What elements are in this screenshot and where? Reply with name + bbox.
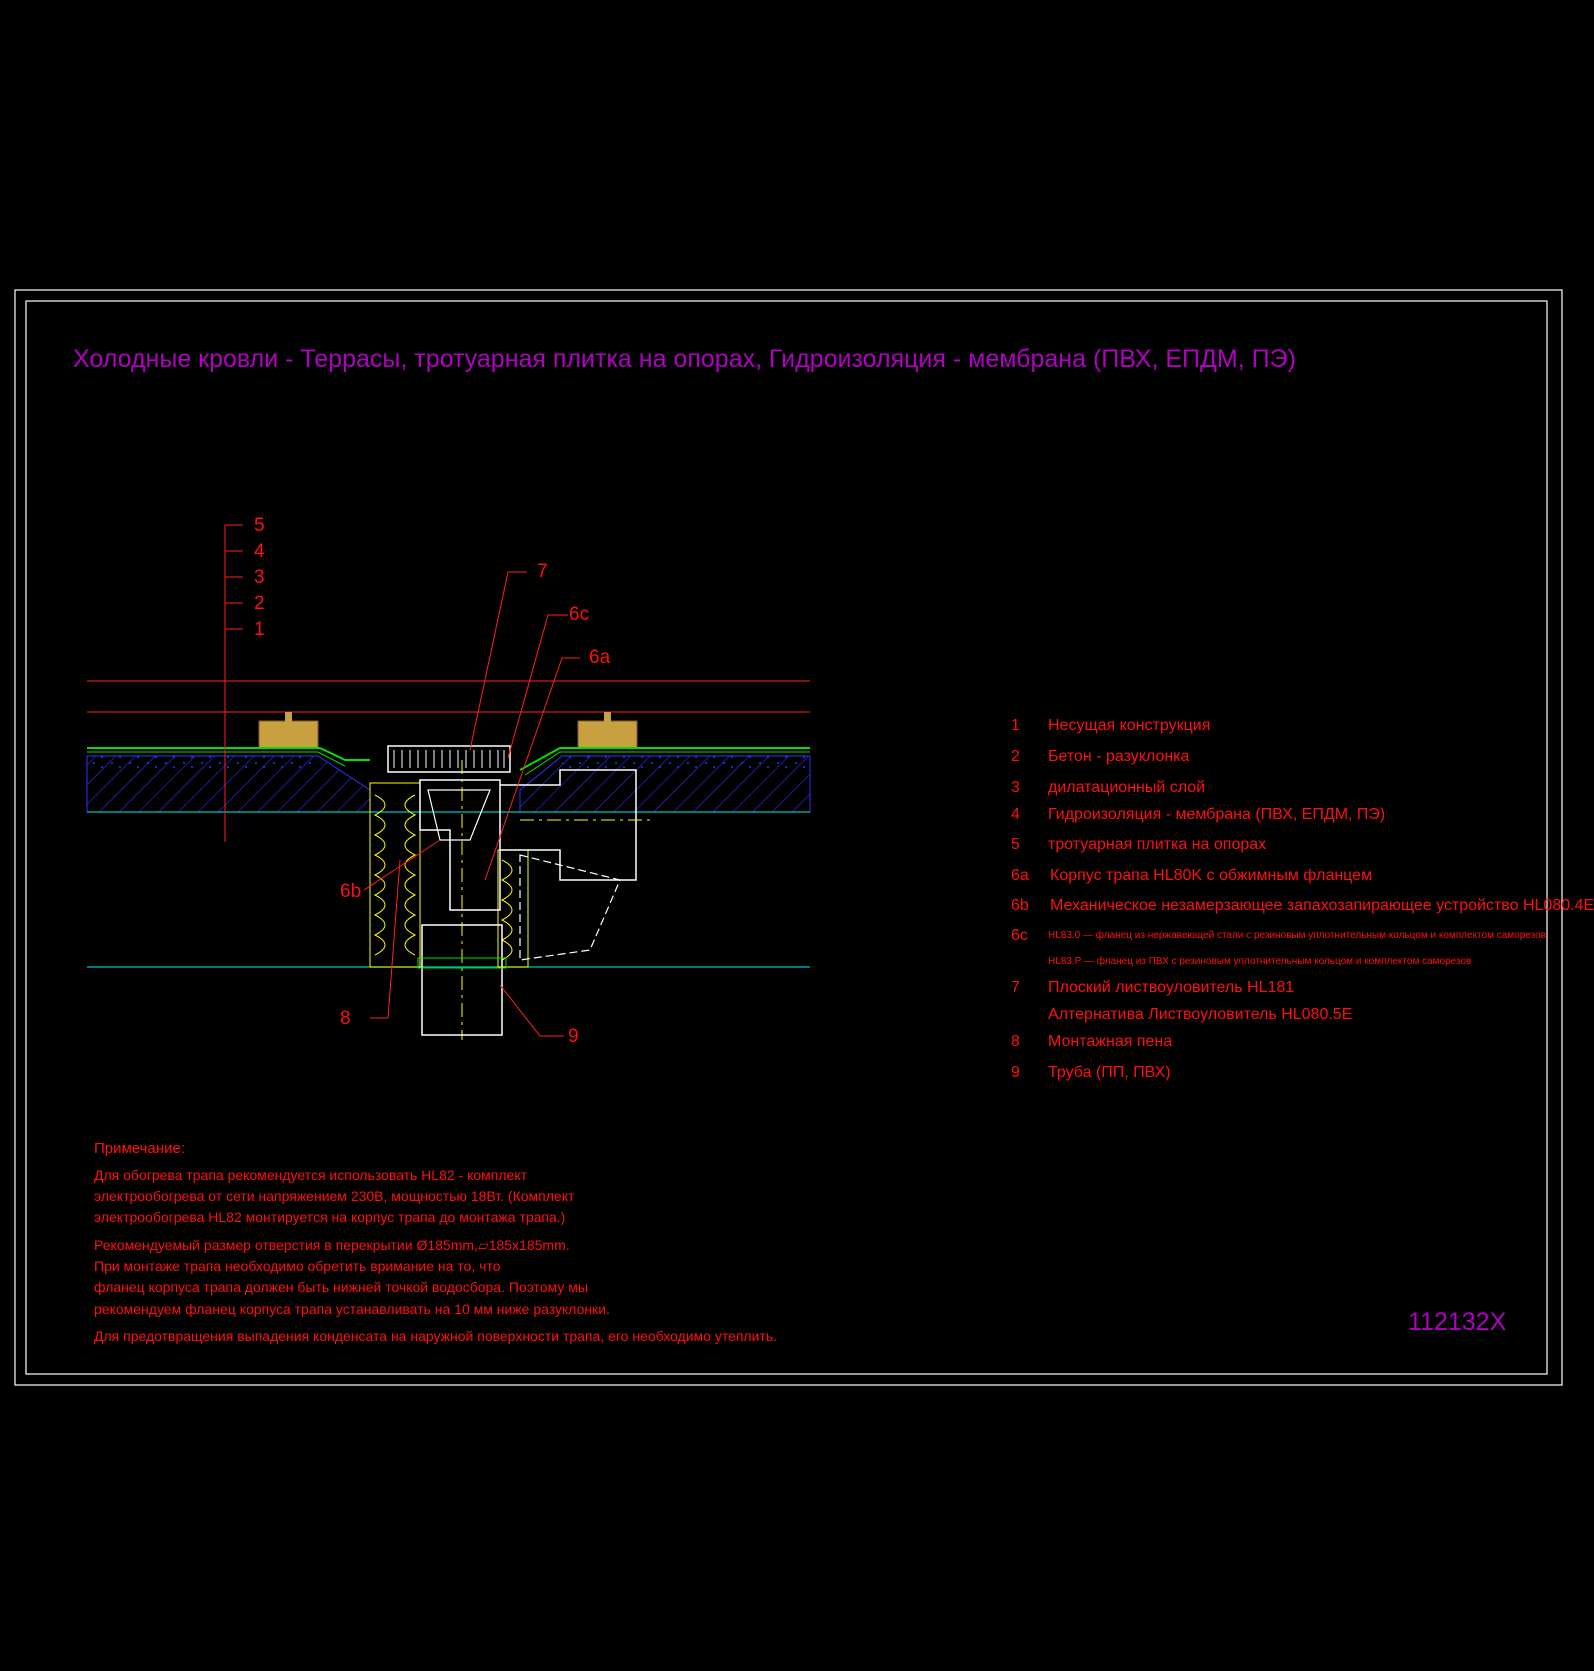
note-line: электрообогрева от сети напряжением 230В… — [94, 1188, 575, 1204]
note-line: электрообогрева HL82 монтируется на корп… — [94, 1209, 566, 1225]
callout-layer-3: 3 — [254, 567, 265, 588]
pipe-seal — [417, 957, 507, 969]
legend-num: 3 — [1011, 779, 1020, 796]
insulation-right-wave — [500, 859, 513, 961]
leaf-guard-ribs — [393, 750, 505, 768]
membrane-line — [87, 747, 810, 771]
legend-num: 8 — [1011, 1033, 1020, 1050]
callout-7: 7 — [537, 561, 548, 582]
note-line: Для предотвращения выпадения конденсата … — [94, 1328, 778, 1344]
note-line: Рекомендуемый размер отверстия в перекры… — [94, 1237, 570, 1253]
tile-support-left-stem — [285, 712, 292, 722]
leader-6a — [484, 657, 580, 881]
callout-layer-2: 2 — [254, 593, 265, 614]
leader-9 — [499, 984, 564, 1037]
leader-7 — [469, 571, 527, 751]
screed-dots-left — [87, 756, 317, 768]
callout-6b: 6b — [340, 881, 362, 902]
insulation-left-wave2 — [404, 794, 417, 956]
page-title: Холодные кровли - Террасы, тротуарная пл… — [73, 345, 1296, 373]
membrane-line-lower — [87, 751, 810, 776]
legend-num: 6c — [1011, 927, 1028, 944]
callout-9: 9 — [568, 1026, 579, 1047]
leader-6b — [363, 839, 441, 891]
leaf-guard — [387, 745, 511, 773]
drain-elbow — [519, 854, 621, 961]
insulation-left — [369, 782, 421, 968]
note-line: фланец корпуса трапа должен быть нижней … — [94, 1279, 588, 1295]
callout-6a: 6a — [589, 647, 611, 668]
legend-text: Гидроизоляция - мембрана (ПВХ, ЕПДМ, ПЭ) — [1048, 806, 1386, 823]
leader-6c — [507, 614, 568, 759]
legend-text: Плоский листвоуловитель HL181 — [1048, 979, 1295, 996]
legend-text: Корпус трапа HL80K с обжимным фланцем — [1050, 867, 1373, 884]
legend-text: тротуарная плитка на опорах — [1048, 836, 1267, 853]
legend-text: Несущая конструкция — [1048, 717, 1211, 734]
leader-8 — [370, 859, 401, 1019]
callout-layer-5: 5 — [254, 515, 265, 536]
odor-trap — [427, 789, 491, 841]
legend-num: 6a — [1011, 867, 1029, 884]
drain-outlet — [500, 769, 637, 881]
outer-frame — [14, 289, 1563, 1386]
callout-6c: 6c — [569, 604, 590, 625]
layer-ticks — [225, 524, 243, 630]
callout-layer-4: 4 — [254, 541, 265, 562]
legend-text: HL83.0 — фланец из нержавеющей стали с р… — [1048, 930, 1546, 941]
tile-support-right — [577, 720, 638, 749]
legend-num: 9 — [1011, 1064, 1020, 1081]
legend-text: дилатационный слой — [1048, 779, 1206, 796]
pipe — [421, 924, 503, 1036]
legend-num: 6b — [1011, 897, 1029, 914]
insulation-left-wave — [373, 794, 386, 956]
note-line: Для обогрева трапа рекомендуется использ… — [94, 1167, 528, 1183]
legend-num: 7 — [1011, 979, 1020, 996]
drawing-code: 112132X — [1408, 1308, 1507, 1336]
legend-num: 5 — [1011, 836, 1020, 853]
callout-8: 8 — [340, 1008, 351, 1029]
legend-text: Монтажная пена — [1048, 1033, 1173, 1050]
legend-text: Труба (ПП, ПВХ) — [1048, 1064, 1171, 1081]
tile-support-left — [258, 720, 319, 749]
note-line: рекомендуем фланец корпуса трапа устанав… — [94, 1301, 610, 1317]
notes-heading: Примечание: — [94, 1140, 185, 1157]
tile-support-right-stem — [604, 712, 611, 722]
drain-body — [419, 779, 501, 911]
legend-text: Механическое незамерзающее запахозапираю… — [1050, 897, 1594, 914]
legend-num: 2 — [1011, 748, 1020, 765]
note-line: При монтаже трапа необходимо обретить вр… — [94, 1258, 501, 1274]
legend-num: 4 — [1011, 806, 1020, 823]
legend-text: Бетон - разуклонка — [1048, 748, 1190, 765]
callout-layer-1: 1 — [254, 619, 265, 640]
inner-frame — [25, 300, 1548, 1375]
legend-text: Алтернатива Листвоуловитель HL080.5E — [1048, 1006, 1353, 1023]
legend-text: HL83.P — фланец из ПВХ с резиновым уплот… — [1048, 956, 1472, 967]
screed-dots-right — [562, 756, 810, 768]
legend-num: 1 — [1011, 717, 1020, 734]
